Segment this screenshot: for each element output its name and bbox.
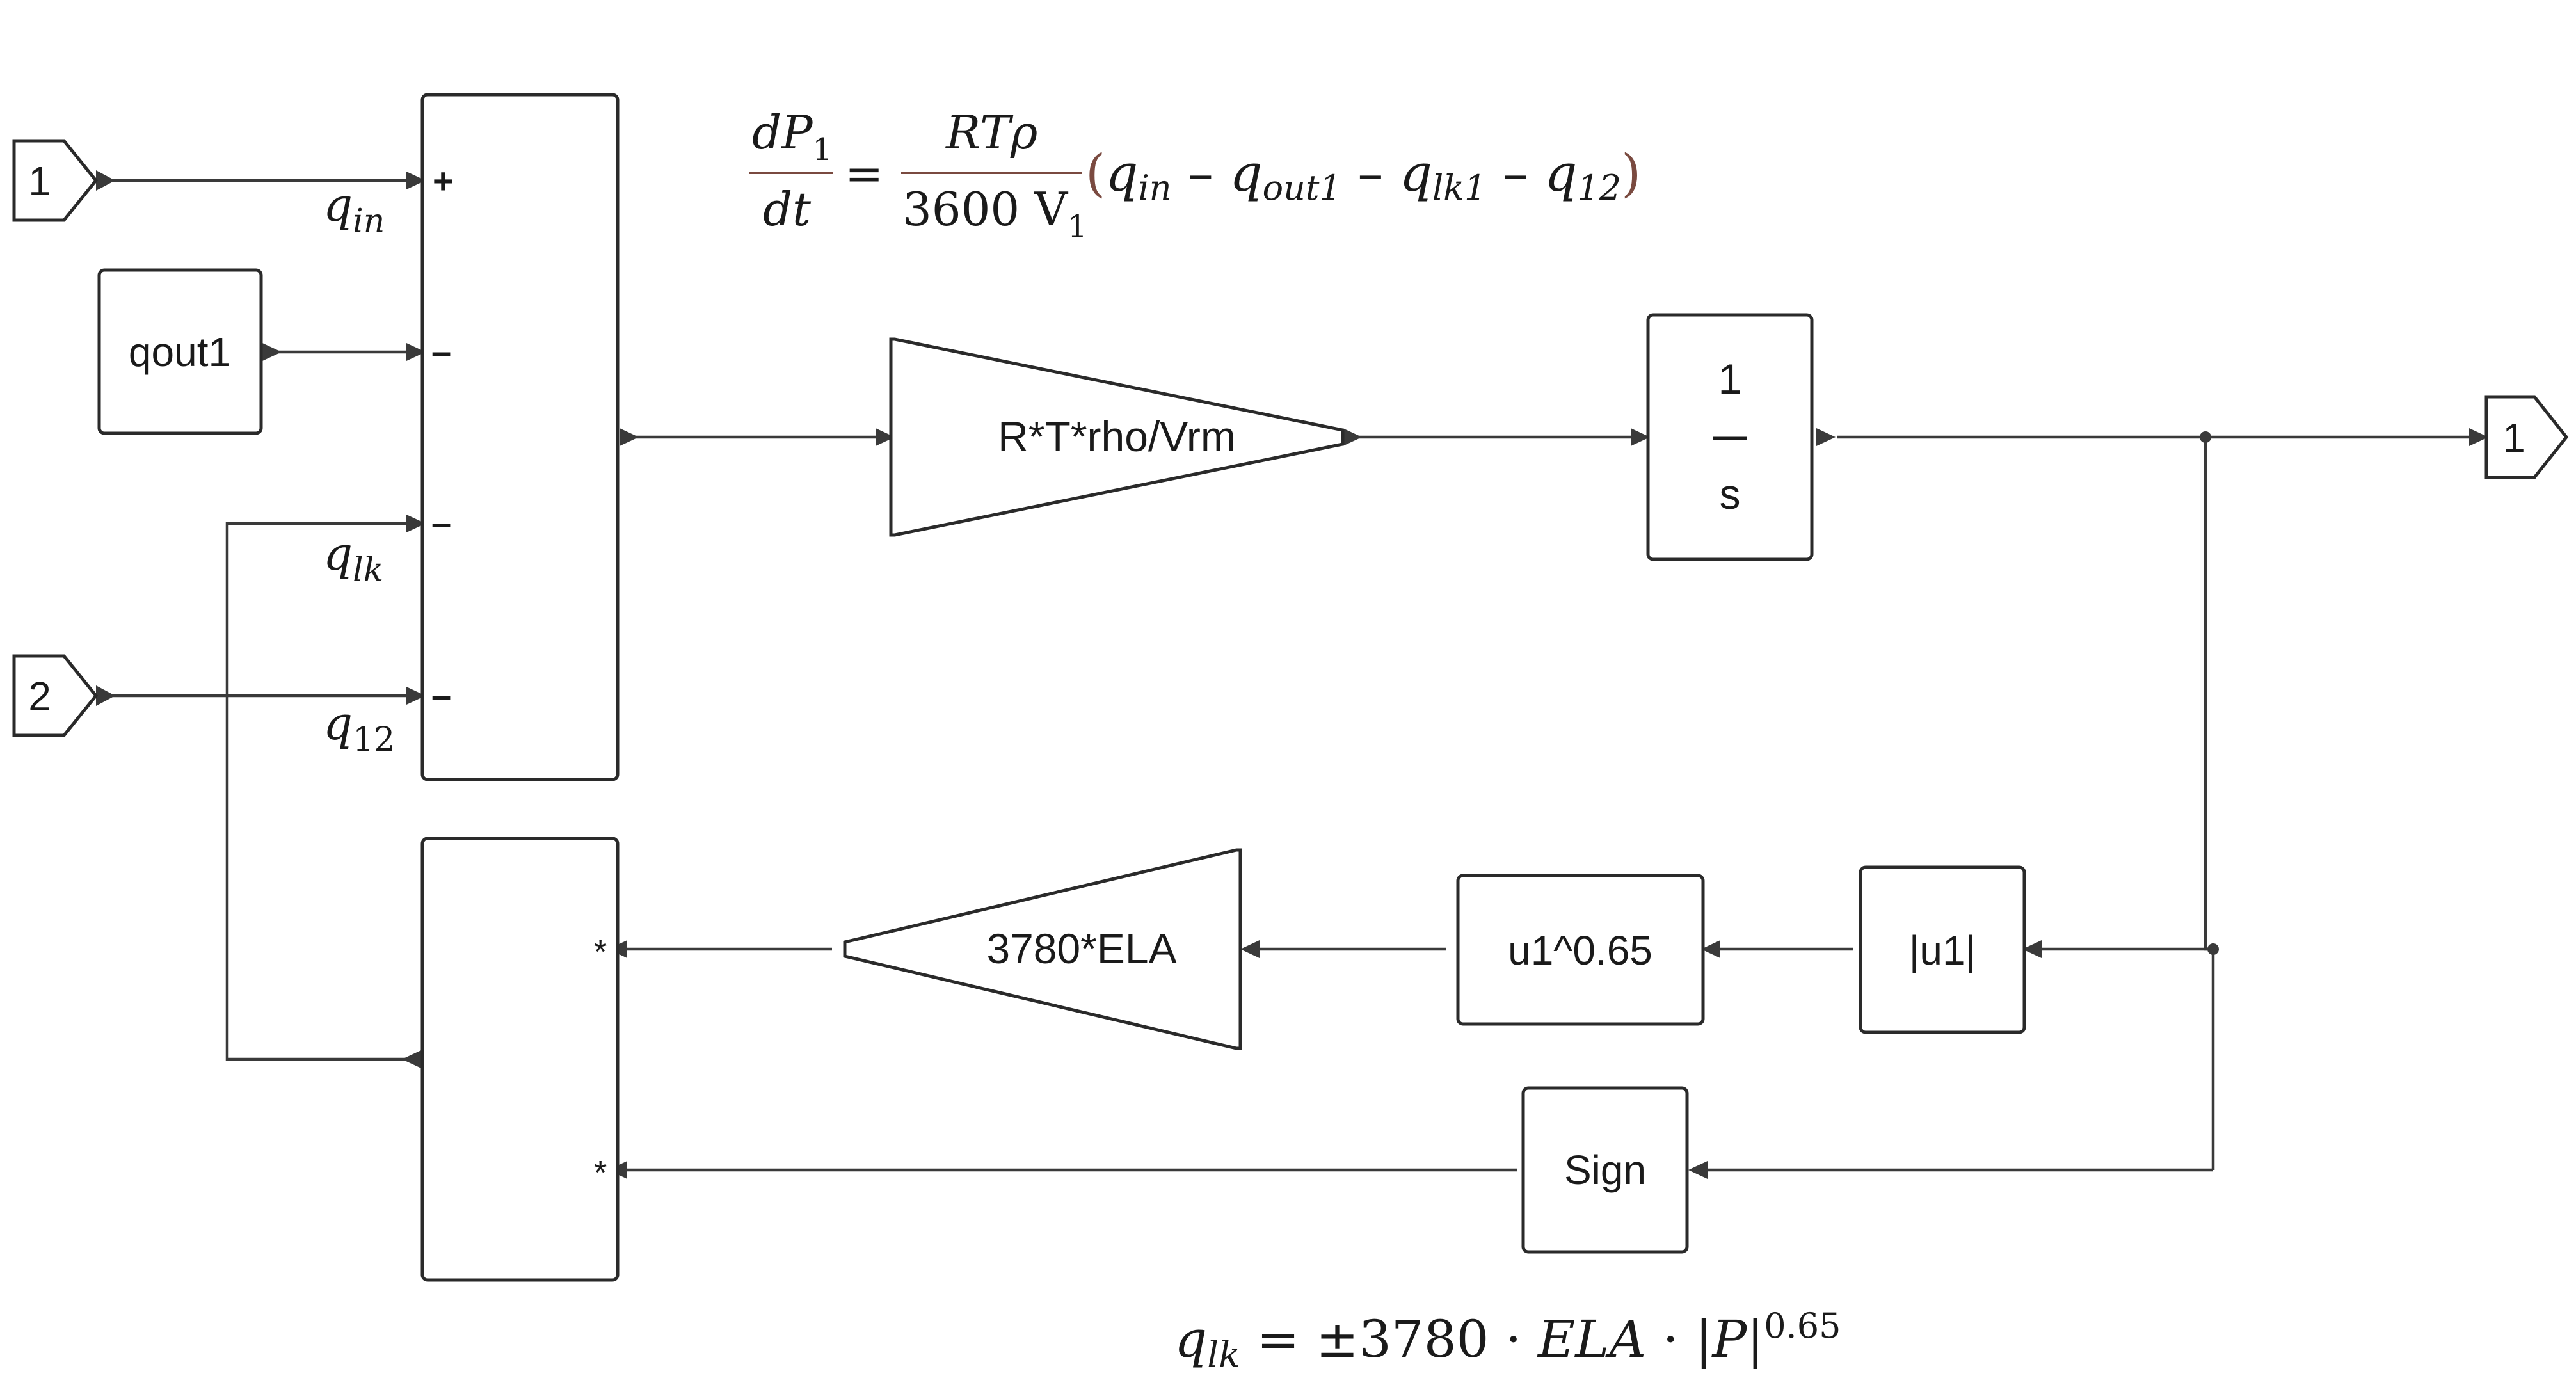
eq-rhs-den: 3600 V [902,182,1069,236]
qout1-label: qout1 [129,329,231,375]
eqb-lhs-base: q [1174,1309,1207,1369]
eqb-rhs3: | [1747,1309,1764,1369]
eq-equals: = [845,147,883,200]
eqb-rhs1: = ±3780 · [1240,1309,1538,1369]
label-qlk: qlk [323,527,383,589]
qout1-block[interactable]: qout1 [97,268,263,435]
eq-lhs-num: dP [752,106,813,159]
sum-sign-4: – [431,675,451,715]
arrow-sum-out [620,428,639,446]
wires [109,179,2470,1172]
eqb-ela: ELA [1537,1309,1646,1369]
eq-open-paren: ( [1085,143,1105,203]
arrow-gainleak-in [1240,940,1260,958]
arrow-integrator-out [1816,428,1836,446]
eqb-p: P [1711,1309,1747,1369]
gain-forward-label: R*T*rho/Vrm [998,413,1236,460]
inport-2[interactable]: 2 [12,654,99,737]
gain-leak-block[interactable]: 3780*ELA [843,848,1242,1050]
inport-1[interactable]: 1 [12,139,99,222]
outport-1-label: 1 [2502,415,2525,461]
arrow-sum-in3 [406,515,426,532]
arrow-abs-in [2022,940,2042,958]
product-sign-1: * [594,934,607,971]
eqb-lhs-sub: lk [1207,1334,1240,1376]
arrow-in1-out [96,170,115,191]
arrow-sum-in1 [406,172,426,189]
wire-qlk-feedback [225,522,410,1061]
gain-forward-block[interactable]: R*T*rho/Vrm [889,337,1345,537]
eq-rhs-num: RTρ [945,106,1037,159]
arrow-out-in [2469,428,2488,446]
outport-1[interactable]: 1 [2484,395,2569,479]
gain-leak-label: 3780*ELA [986,925,1176,972]
arrow-integrator-in [1631,428,1650,446]
arrow-gain-out [1343,428,1362,446]
arrow-sum-in2 [406,343,426,361]
eq-minus1: – [1172,143,1230,203]
svg-text:dP1: dP1 [752,106,832,168]
sign-label: Sign [1564,1147,1646,1193]
equation-bottom: qlk = ±3780 · ELA · |P|0.65 [1174,1306,1841,1376]
arrow-product-out [402,1050,421,1068]
arrow-pow-in [1701,940,1720,958]
equation-top: dP1 dt = RTρ 3600 V1 (qin – qout1 – qlk1… [749,106,1641,244]
integrator-block[interactable]: 1 s [1646,313,1814,561]
eq-minus2: – [1341,143,1400,203]
svg-text:3600 V1: 3600 V1 [902,182,1087,244]
sum-sign-3: – [431,502,451,543]
wire-branch-down [2204,437,2215,1170]
eq-term4-base: q [1544,143,1577,203]
junction-dot-output [2200,431,2211,443]
eq-rhs-den-sub: 1 [1068,209,1087,244]
abs-block[interactable]: |u1| [1859,865,2026,1034]
sum-sign-2: – [431,331,451,371]
junction-dot-feedback [2207,943,2219,955]
eq-minus3: – [1486,143,1544,203]
sum-block[interactable]: + – – – [420,93,620,781]
inport-2-label: 2 [28,673,51,719]
eqb-rhs2: · | [1646,1309,1712,1369]
inport-1-label: 1 [28,158,51,204]
svg-text:(qin – qout1 – qlk1 – q12): (qin – qout1 – qlk1 – q12) [1085,143,1641,208]
eq-term1-sub: in [1138,168,1171,208]
integrator-numerator: 1 [1718,355,1742,403]
eq-term3-base: q [1400,143,1432,203]
eq-close-paren: ) [1621,143,1641,203]
pow-block[interactable]: u1^0.65 [1456,874,1705,1026]
pow-label: u1^0.65 [1508,927,1652,973]
eq-term4-sub: 12 [1577,168,1621,208]
eq-lhs-num-sub: 1 [813,132,833,168]
eq-term1-base: q [1105,143,1138,203]
arrow-gain-in [876,428,895,446]
arrow-qout1-out [262,343,282,361]
sign-block[interactable]: Sign [1521,1086,1689,1254]
label-qin: qin [323,178,385,241]
integrator-denominator: s [1720,470,1741,518]
eq-term2-sub: out1 [1263,168,1341,208]
sum-sign-1: + [433,161,454,201]
product-block[interactable]: * * [420,837,620,1282]
abs-label: |u1| [1909,927,1976,973]
eq-lhs-den: dt [763,182,812,236]
eq-term2-base: q [1229,143,1262,203]
arrow-sign-in [1688,1161,1708,1179]
label-q12: q12 [323,696,395,759]
product-sign-2: * [594,1155,607,1192]
eq-term3-sub: lk1 [1432,168,1486,208]
arrow-in2-out [96,685,115,706]
eqb-exponent: 0.65 [1764,1306,1841,1346]
arrow-sum-in4 [406,687,426,705]
